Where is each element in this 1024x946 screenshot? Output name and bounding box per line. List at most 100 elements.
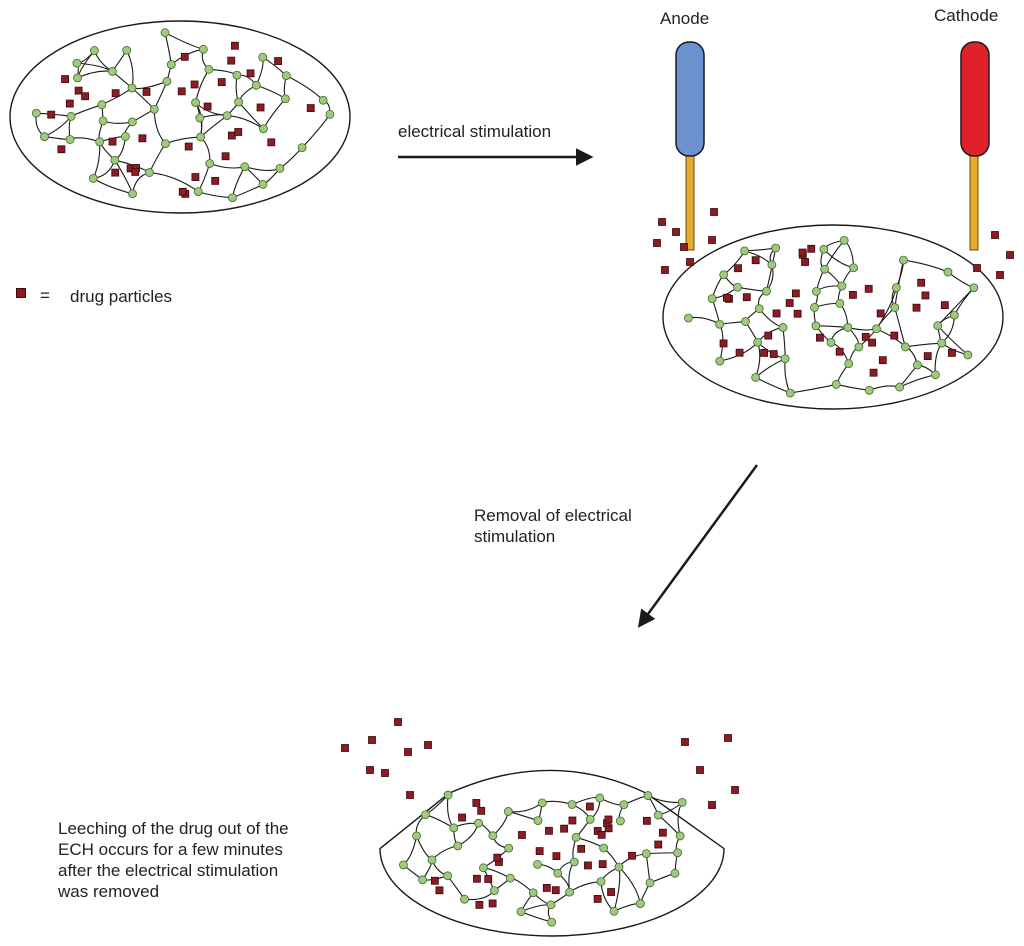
crosslink-node	[443, 871, 453, 881]
crosslink-node	[900, 342, 910, 352]
drug-particle	[681, 738, 689, 746]
crosslink-node	[837, 281, 847, 291]
drug-particle	[876, 309, 885, 318]
crosslink-node	[297, 143, 307, 153]
drug-particle	[742, 293, 751, 302]
crosslink-node	[670, 868, 680, 878]
legend-drug-particle-icon	[16, 288, 26, 298]
crosslink-node	[325, 109, 335, 119]
crosslink-node	[771, 243, 781, 253]
crosslink-node	[89, 46, 99, 55]
drug-particle	[878, 356, 887, 365]
crosslink-node	[145, 168, 154, 177]
legend-text: drug particles	[70, 287, 173, 306]
crosslink-node	[234, 97, 244, 107]
crosslink-node	[872, 324, 881, 334]
drug-particle	[430, 876, 439, 885]
gel-outline	[9, 20, 351, 214]
crosslink-node	[66, 112, 76, 121]
drug-particle	[435, 886, 444, 895]
drug-particle	[177, 87, 186, 96]
stimulation-label: electrical stimulation	[398, 122, 552, 141]
crosslink-node	[149, 104, 159, 114]
drug-particle	[607, 888, 615, 896]
crosslink-node	[715, 356, 725, 366]
crosslink-node	[98, 116, 108, 126]
crosslink-node	[474, 818, 483, 828]
crosslink-node	[504, 843, 514, 853]
crosslink-node	[204, 65, 214, 74]
hydrogel-after-removal	[379, 769, 725, 937]
crosslink-node	[740, 246, 750, 256]
drug-particle	[551, 886, 560, 895]
crosslink-node	[826, 338, 836, 347]
drug-particle	[923, 352, 932, 360]
crosslink-node	[228, 193, 237, 203]
drug-particle	[142, 88, 151, 96]
drug-particle	[552, 852, 561, 861]
crosslink-node	[479, 863, 488, 873]
drug-particle	[203, 102, 212, 111]
drug-particle	[221, 152, 230, 161]
drug-particle	[598, 860, 607, 868]
drug-particle	[864, 284, 873, 293]
drug-particle	[81, 92, 90, 101]
crosslink-node	[195, 113, 205, 123]
drug-particle	[593, 895, 602, 903]
drug-particle	[917, 278, 926, 287]
drug-particle	[568, 816, 577, 825]
crosslink-node	[949, 310, 959, 320]
drug-particle	[642, 816, 651, 825]
crosslink-node	[31, 108, 41, 118]
drug-particle	[246, 69, 255, 78]
drug-particle	[597, 830, 606, 839]
crosslink-node	[864, 385, 874, 395]
crosslink-node	[240, 162, 250, 172]
crosslink-node	[778, 323, 788, 332]
crosslink-node	[166, 60, 176, 69]
crosslink-node	[127, 117, 137, 127]
drug-particle	[719, 339, 728, 348]
crosslink-node	[318, 95, 328, 105]
drug-particle	[475, 900, 484, 909]
drug-particle	[341, 744, 349, 752]
drug-particle	[473, 874, 481, 883]
leeching-caption: Leeching of the drug out of the ECH occu…	[58, 819, 289, 901]
drug-particle	[211, 176, 220, 185]
removal-arrow	[637, 464, 759, 628]
drug-particle	[912, 303, 921, 312]
crosslink-node	[73, 73, 82, 83]
drug-particle	[535, 847, 544, 855]
drug-particle	[991, 231, 999, 239]
crosslink-node	[275, 163, 285, 173]
crosslink-node	[65, 135, 75, 144]
crosslink-node	[673, 848, 683, 858]
crosslink-node	[110, 155, 120, 165]
drug-particle	[227, 131, 236, 140]
drug-particle	[404, 748, 412, 756]
drug-particle	[488, 899, 497, 908]
drug-particle	[584, 861, 592, 870]
drug-particle	[484, 875, 493, 883]
crosslink-node	[609, 906, 619, 916]
drug-particle	[542, 884, 551, 892]
drug-particle	[234, 128, 243, 136]
drug-particle	[406, 791, 414, 799]
crosslink-node	[890, 303, 900, 312]
crosslink-node	[741, 317, 750, 326]
drug-particle	[708, 236, 716, 244]
crosslink-node	[418, 875, 427, 885]
drug-particle	[798, 248, 807, 257]
drug-particle	[65, 99, 74, 108]
crosslink-node	[453, 841, 463, 851]
crosslink-node	[567, 800, 577, 809]
drug-particle	[472, 799, 481, 807]
drug-particle	[890, 331, 899, 340]
crosslink-node	[460, 894, 469, 904]
crosslink-node	[843, 323, 853, 332]
crosslink-node	[615, 816, 625, 826]
cathode-wire	[969, 149, 979, 251]
drug-particle	[138, 134, 147, 143]
crosslink-node	[489, 886, 499, 896]
cathode-electrode	[960, 41, 990, 157]
